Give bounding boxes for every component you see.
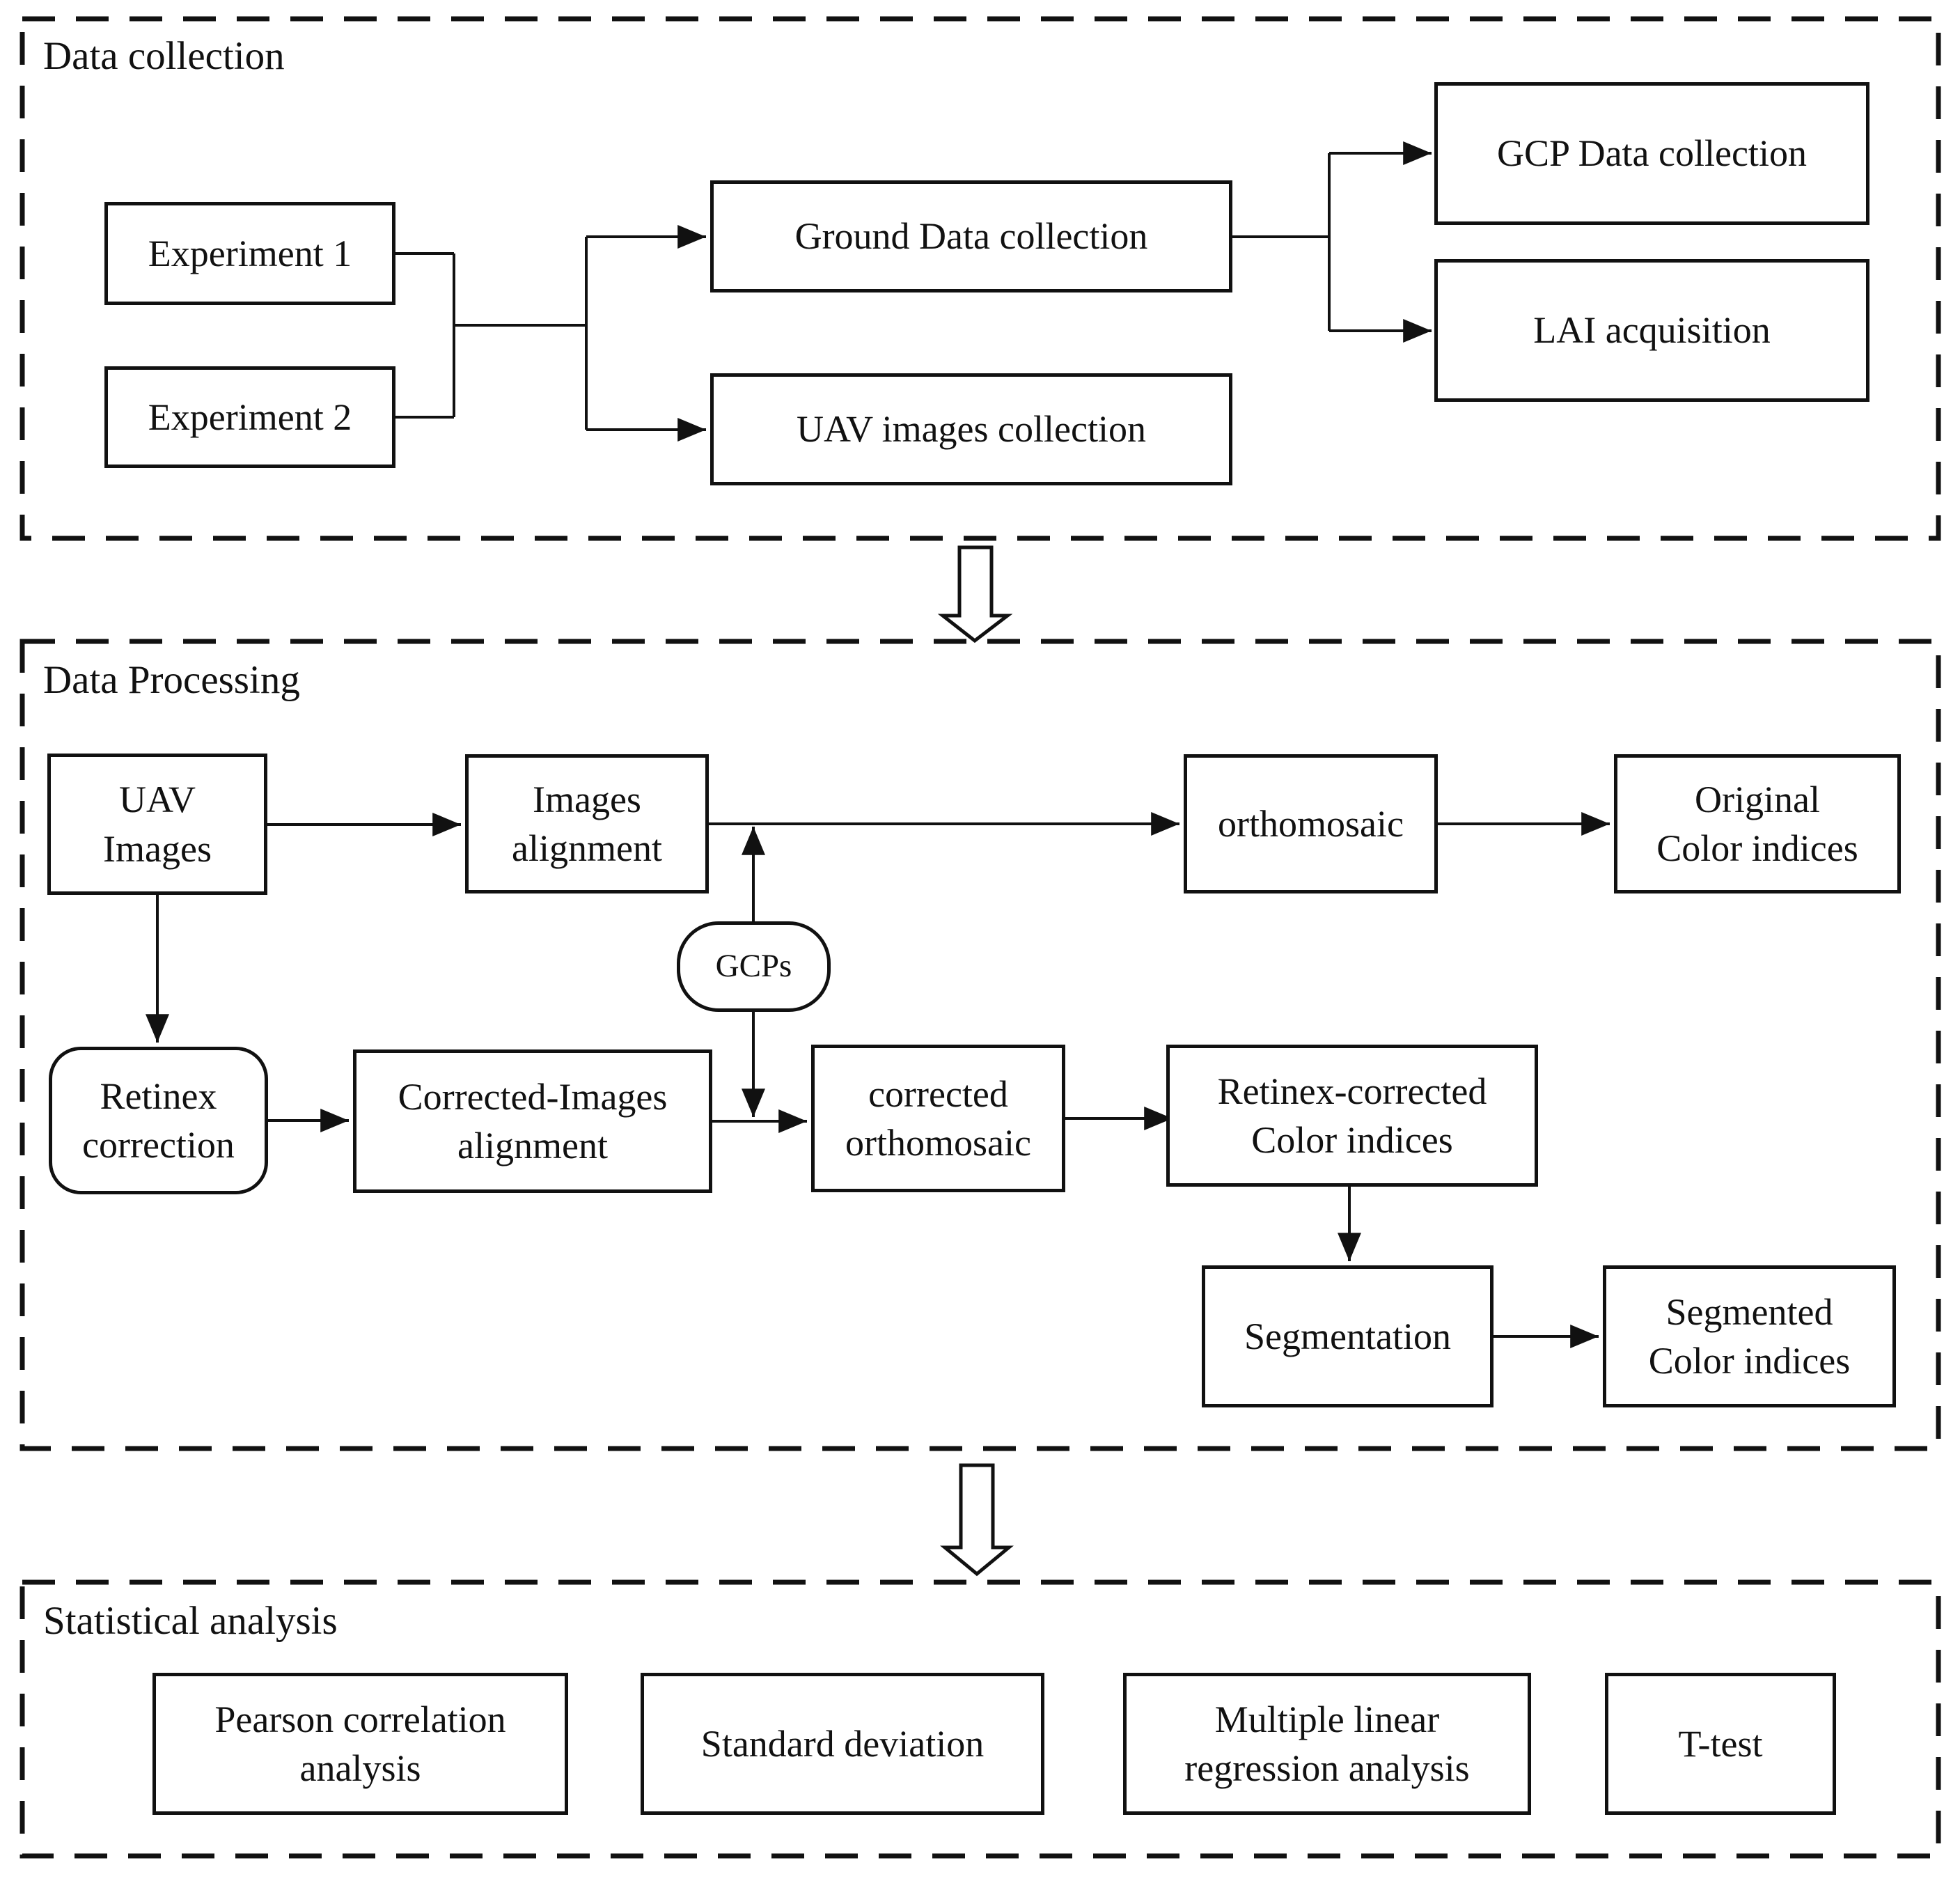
box-t-test: T-test (1605, 1673, 1836, 1815)
section-flow-arrow-collection-to-processing (937, 545, 1013, 643)
box-segmentation: Segmentation (1202, 1265, 1493, 1407)
box-standard-deviation: Standard deviation (641, 1673, 1044, 1815)
box-ground-data-collection: Ground Data collection (710, 180, 1232, 292)
section-title-data-processing: Data Processing (43, 658, 300, 702)
section-title-data-collection: Data collection (43, 34, 285, 78)
box-images-alignment: Images alignment (465, 754, 709, 893)
section-border-data-processing (19, 639, 1941, 1451)
box-uav-images-collection: UAV images collection (710, 373, 1232, 485)
box-corrected-images-alignment: Corrected-Images alignment (353, 1049, 712, 1193)
box-segmented-color-indices: Segmented Color indices (1603, 1265, 1896, 1407)
box-multiple-linear-regression: Multiple linear regression analysis (1123, 1673, 1531, 1815)
box-orthomosaic: orthomosaic (1184, 754, 1438, 893)
box-experiment-1: Experiment 1 (104, 202, 395, 305)
box-retinex-correction: Retinex correction (49, 1047, 268, 1194)
box-uav-images: UAV Images (47, 754, 267, 895)
section-flow-arrow-processing-to-statistics (940, 1463, 1014, 1577)
box-retinex-corrected-color-indices: Retinex-corrected Color indices (1166, 1045, 1538, 1187)
box-gcp-data-collection: GCP Data collection (1434, 82, 1869, 225)
box-lai-acquisition: LAI acquisition (1434, 259, 1869, 402)
box-pearson-correlation-analysis: Pearson correlation analysis (152, 1673, 568, 1815)
node-gcps: GCPs (677, 921, 831, 1012)
section-border-data-collection (19, 16, 1941, 541)
section-title-statistical-analysis: Statistical analysis (43, 1599, 338, 1643)
box-original-color-indices: Original Color indices (1614, 754, 1901, 893)
box-corrected-orthomosaic: corrected orthomosaic (811, 1045, 1065, 1192)
section-border-statistical-analysis (19, 1579, 1941, 1859)
box-experiment-2: Experiment 2 (104, 366, 395, 468)
